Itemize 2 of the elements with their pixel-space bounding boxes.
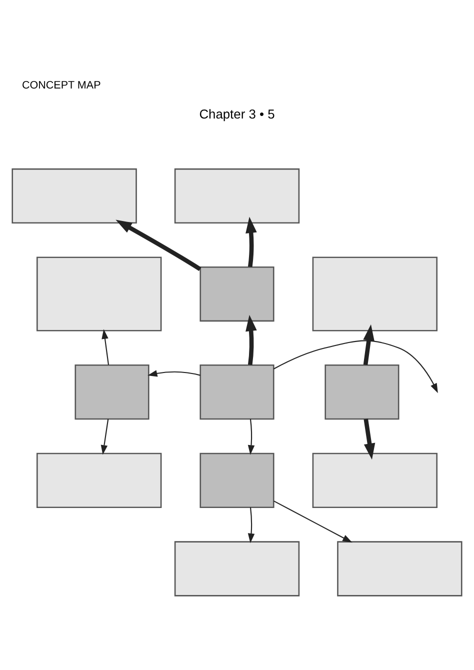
- label: Chapter 3 • 5: [199, 106, 275, 122]
- diagram-title: CONCEPT MAP: [22, 78, 101, 91]
